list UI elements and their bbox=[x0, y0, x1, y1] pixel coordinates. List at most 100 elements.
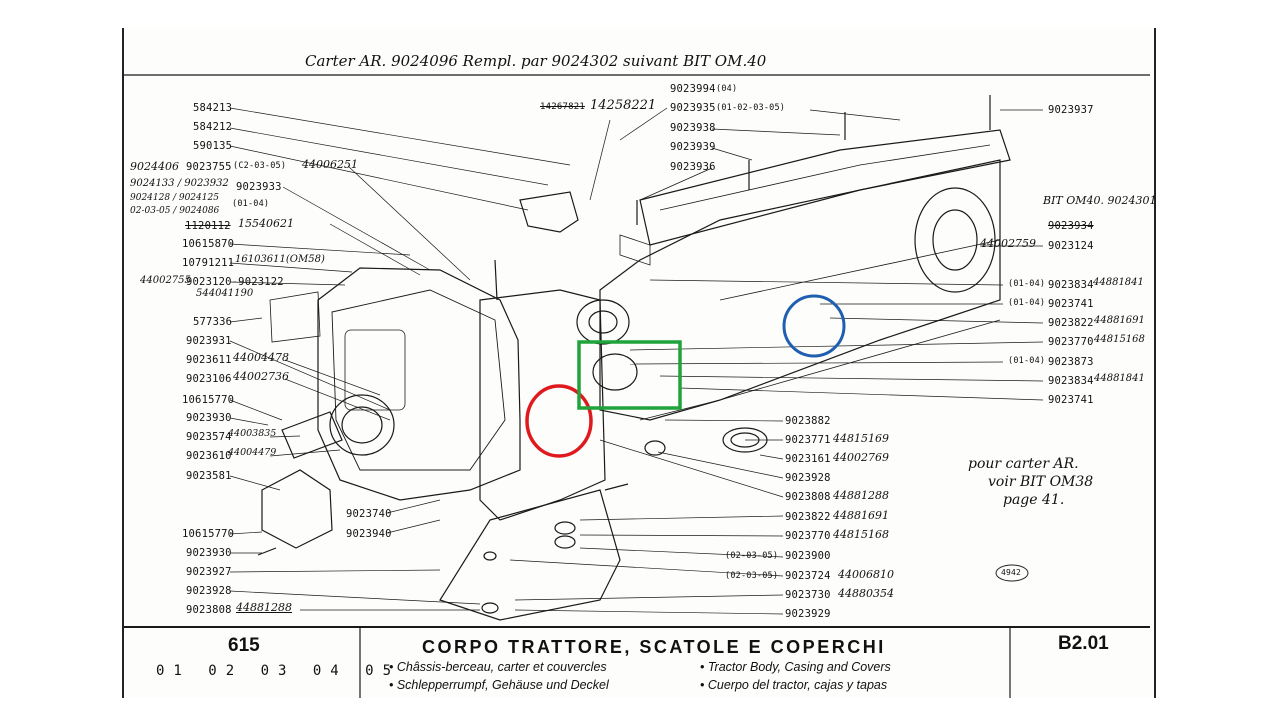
part-number: 9023822 bbox=[1048, 317, 1094, 329]
model-number: 615 bbox=[228, 635, 260, 656]
part-number: 9023937 bbox=[1048, 104, 1094, 116]
part-note: (01-04) bbox=[1008, 356, 1046, 366]
hand-note: 9024133 / 9023932 bbox=[130, 178, 229, 189]
part-number: 9023936 bbox=[670, 161, 716, 173]
part-number: 9023939 bbox=[670, 141, 716, 153]
part-number: 9023808 bbox=[785, 491, 831, 503]
title-de: • Schlepperrumpf, Gehäuse und Deckel bbox=[389, 678, 609, 692]
side-note: voir BIT OM38 bbox=[988, 474, 1094, 490]
part-number: 9023834 bbox=[1048, 279, 1094, 291]
part-number: 9023771 bbox=[785, 434, 831, 446]
title-en: • Tractor Body, Casing and Covers bbox=[700, 660, 891, 674]
hand-note: 9024406 bbox=[130, 160, 179, 173]
part-number: 9023581 bbox=[186, 470, 232, 482]
clutch-housing bbox=[317, 267, 521, 501]
green-highlight-box bbox=[577, 340, 682, 410]
bearing-bore bbox=[576, 299, 630, 345]
hand-number: 44006251 bbox=[302, 158, 358, 171]
part-number: 9023873 bbox=[1048, 356, 1094, 368]
hand-number: 44815168 bbox=[833, 528, 889, 541]
part-note: (C2-03-05) bbox=[233, 161, 287, 171]
part-number: 9023741 bbox=[1048, 394, 1094, 406]
hand-note: 02-03-05 / 9024086 bbox=[130, 206, 220, 216]
part-number: 9023822 bbox=[785, 511, 831, 523]
hand-number: 44881841 bbox=[1093, 277, 1144, 288]
part-note: (04) bbox=[716, 84, 738, 94]
part-number: 9023929 bbox=[785, 608, 831, 620]
hand-number: 44881691 bbox=[1094, 315, 1145, 326]
hand-number: 44815169 bbox=[833, 432, 889, 445]
part-number: 9023730 bbox=[785, 589, 831, 601]
axle-flange bbox=[914, 187, 996, 293]
part-number: 9023940 bbox=[346, 528, 392, 540]
part-number: 9023834 bbox=[1048, 375, 1094, 387]
part-number: 9023927 bbox=[186, 566, 232, 578]
hand-number: 44004478 bbox=[233, 351, 289, 364]
red-highlight-circle bbox=[525, 384, 593, 458]
hand-number: 16103611(OM58) bbox=[235, 254, 325, 265]
header-note: Carter AR. 9024096 Rempl. par 9024302 su… bbox=[305, 52, 767, 70]
middle-casing bbox=[479, 289, 606, 521]
bell-opening bbox=[329, 394, 395, 456]
part-number: 9023741 bbox=[1048, 298, 1094, 310]
hand-note: BIT OM40. 9024301 bbox=[1043, 194, 1157, 207]
part-number: 9023770 bbox=[785, 530, 831, 542]
side-cover-plate bbox=[261, 469, 333, 549]
part-number: 9023124 bbox=[1048, 240, 1094, 252]
hand-number: 44881288 bbox=[236, 601, 292, 614]
part-number: 14267821 bbox=[540, 102, 585, 112]
part-number: 9023935 bbox=[670, 102, 716, 114]
title-es: • Cuerpo del tractor, cajas y tapas bbox=[700, 678, 888, 692]
hand-number: 44815168 bbox=[1094, 334, 1145, 345]
part-number: 577336 bbox=[193, 316, 233, 328]
part-number: 584213 bbox=[193, 102, 233, 114]
part-number: 9023928 bbox=[785, 472, 831, 484]
hand-number: 44881841 bbox=[1094, 373, 1145, 384]
part-number: 9023755 bbox=[186, 161, 232, 173]
side-note: page 41. bbox=[1003, 492, 1065, 508]
part-number: 9023930 bbox=[186, 412, 232, 424]
part-number: 9023938 bbox=[670, 122, 716, 134]
hand-number: 15540621 bbox=[238, 217, 294, 230]
part-note: (01-04) bbox=[1008, 279, 1046, 289]
hand-note: 9024128 / 9024125 bbox=[130, 193, 219, 203]
hand-number: 14258221 bbox=[590, 98, 657, 113]
page-code: B2.01 bbox=[1058, 633, 1109, 654]
part-number: 9023994 bbox=[670, 83, 716, 95]
part-number: 10615870 bbox=[182, 238, 235, 250]
part-number: 9023611 bbox=[186, 354, 232, 366]
part-note: (01-04) bbox=[232, 199, 270, 209]
part-number: 9023900 bbox=[785, 550, 831, 562]
side-note: pour carter AR. bbox=[968, 456, 1079, 472]
part-note: (02-03-05) bbox=[725, 571, 779, 581]
bottom-cover bbox=[439, 489, 621, 621]
hand-number: 44002736 bbox=[233, 370, 289, 383]
bracket bbox=[519, 191, 579, 233]
drawing-ref: 4942 bbox=[1001, 568, 1022, 577]
part-number: 9023930 bbox=[186, 547, 232, 559]
part-number: 590135 bbox=[193, 140, 233, 152]
part-number: 9023724 bbox=[785, 570, 831, 582]
hand-number: 544041190 bbox=[196, 288, 254, 299]
part-number: 9023931 bbox=[186, 335, 232, 347]
blue-highlight-circle bbox=[782, 294, 846, 358]
part-number: 9023120-9023122 bbox=[186, 276, 284, 288]
part-number: 9023610 bbox=[186, 450, 232, 462]
hand-number: 44006810 bbox=[838, 568, 894, 581]
part-note: (02-03-05) bbox=[725, 551, 779, 561]
part-number: 9023740 bbox=[346, 508, 392, 520]
part-number: 9023882 bbox=[785, 415, 831, 427]
hand-number: 44002769 bbox=[833, 451, 889, 464]
page-title: CORPO TRATTORE, SCATOLE E COPERCHI bbox=[422, 637, 886, 657]
title-fr: • Châssis-berceau, carter et couvercles bbox=[389, 660, 607, 674]
part-note: (01-04) bbox=[1008, 298, 1046, 308]
part-note: (01-02-03-05) bbox=[716, 103, 786, 113]
part-number: 9023106 bbox=[186, 373, 232, 385]
part-number: 9023770 bbox=[1048, 336, 1094, 348]
rear-casing bbox=[599, 159, 1001, 421]
hand-number: 44880354 bbox=[838, 587, 894, 600]
part-number: 10615770 bbox=[182, 528, 235, 540]
version-list: 01 02 03 04 05 bbox=[156, 663, 401, 679]
part-number: 9023574 bbox=[186, 431, 232, 443]
